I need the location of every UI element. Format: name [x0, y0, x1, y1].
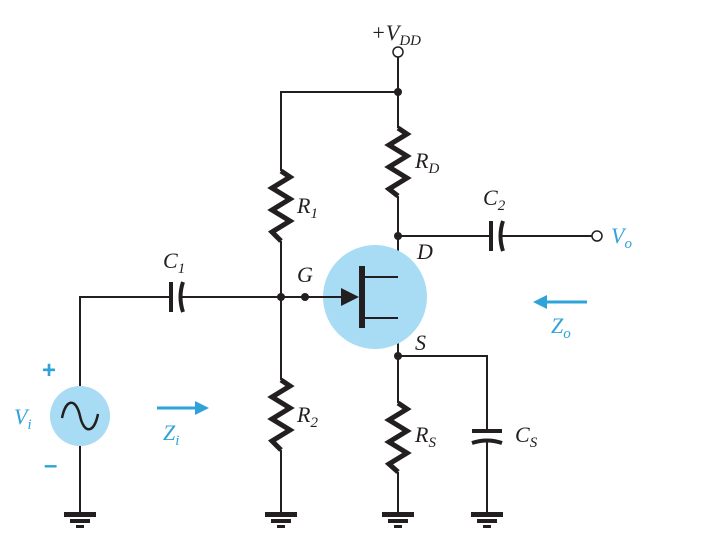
- capacitor-c2: [489, 220, 505, 252]
- capacitor-cs: [471, 429, 503, 445]
- source-minus-sign: –: [44, 452, 57, 479]
- arrow-right-icon: [157, 401, 209, 415]
- zi-label: Zi: [163, 420, 179, 449]
- capacitor-c1: [169, 281, 185, 313]
- rd-label: RD: [414, 148, 439, 177]
- ground-icon: [265, 512, 297, 528]
- vi-label: Vi: [14, 404, 32, 433]
- vdd-terminal: [392, 46, 404, 58]
- ground-icon: [382, 512, 414, 528]
- resistor-r1: [267, 168, 295, 243]
- junction-dots: [277, 88, 402, 360]
- sine-wave-icon: [60, 401, 100, 431]
- ground-icon: [64, 512, 96, 528]
- source-label: S: [415, 330, 426, 355]
- resistor-rs: [384, 400, 412, 474]
- jfet-body: [323, 245, 427, 349]
- arrow-left-icon: [533, 295, 587, 309]
- drain-label: D: [416, 239, 433, 264]
- ground-icon: [471, 512, 503, 528]
- resistor-rd: [384, 125, 412, 198]
- r1-label: R1: [296, 193, 318, 222]
- c1-label: C1: [163, 248, 185, 277]
- jfet-transistor: [305, 245, 427, 349]
- ac-source: [50, 386, 110, 446]
- gate-arrow-icon: [341, 288, 359, 306]
- cs-label: CS: [515, 422, 538, 451]
- rs-label: RS: [414, 422, 436, 451]
- resistor-r2: [267, 377, 295, 452]
- zo-label: Zo: [551, 313, 571, 342]
- vo-terminal: [591, 230, 603, 242]
- vdd-label: +VDD: [371, 20, 421, 49]
- r2-label: R2: [296, 402, 318, 431]
- vo-label: Vo: [611, 223, 632, 252]
- gate-label: G: [297, 262, 313, 287]
- source-plus-sign: +: [42, 357, 56, 384]
- c2-label: C2: [483, 185, 506, 214]
